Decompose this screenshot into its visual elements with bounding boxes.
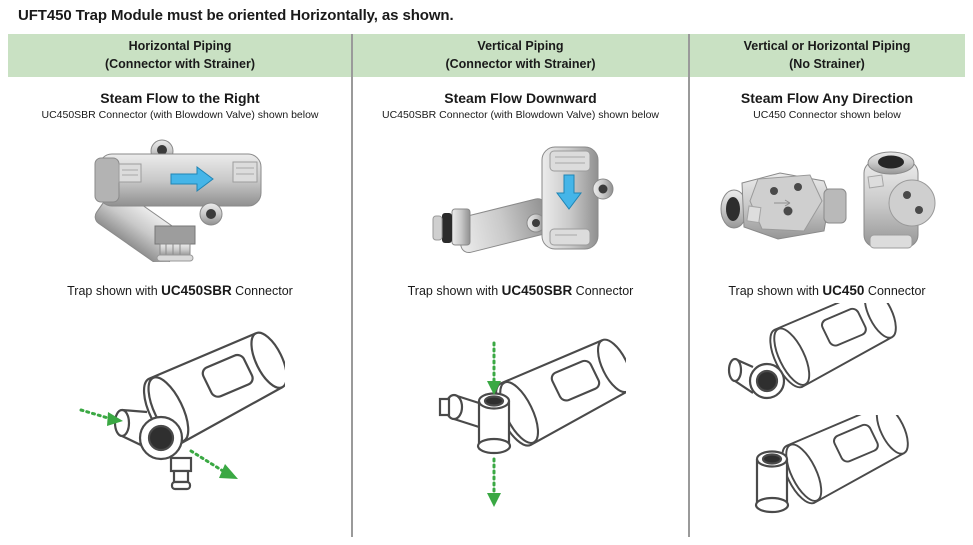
table-header-row: Horizontal Piping (Connector with Strain… bbox=[8, 34, 965, 77]
flow-out-arrow-icon bbox=[189, 449, 238, 479]
column-horizontal-piping: Steam Flow to the Right UC450SBR Connect… bbox=[8, 77, 352, 537]
orientation-table: Horizontal Piping (Connector with Strain… bbox=[8, 34, 965, 537]
strainer-connector-lineart bbox=[438, 392, 511, 455]
table-body-row: Steam Flow to the Right UC450SBR Connect… bbox=[8, 77, 965, 537]
strainer-connector-lineart bbox=[113, 408, 193, 491]
header-vertical-or-horizontal-piping: Vertical or Horizontal Piping (No Strain… bbox=[689, 34, 965, 77]
column1-subtitle: Steam Flow to the Right UC450SBR Connect… bbox=[8, 90, 352, 121]
header-line: (Connector with Strainer) bbox=[104, 56, 255, 71]
connector-lineart bbox=[727, 357, 785, 399]
flow-out-arrow-icon bbox=[486, 457, 501, 507]
caption-text: Connector bbox=[572, 284, 634, 298]
trap-drawing-horizontal-flow bbox=[79, 321, 285, 491]
uc450sbr-connector-photo-vertical bbox=[432, 146, 613, 254]
header-line: Vertical or Horizontal Piping bbox=[743, 39, 911, 53]
connector-note: UC450SBR Connector (with Blowdown Valve)… bbox=[41, 109, 319, 121]
column2-caption: Trap shown with UC450SBR Connector bbox=[352, 283, 689, 298]
caption-text: Trap shown with bbox=[67, 284, 162, 298]
steam-flow-direction-label: Steam Flow Downward bbox=[444, 90, 597, 106]
column-divider bbox=[351, 34, 353, 537]
column2-drawing-row bbox=[352, 298, 689, 537]
header-vertical-piping: Vertical Piping (Connector with Strainer… bbox=[352, 34, 689, 77]
uc450-photo-vertical bbox=[863, 151, 936, 249]
column-divider bbox=[688, 34, 690, 537]
caption-text: Connector bbox=[864, 284, 926, 298]
flow-arrow-right-icon bbox=[170, 166, 214, 192]
caption-text: Trap shown with bbox=[407, 284, 502, 298]
steam-flow-direction-label: Steam Flow to the Right bbox=[100, 90, 260, 106]
header-line: Horizontal Piping bbox=[128, 39, 232, 53]
header-line: (No Strainer) bbox=[789, 56, 865, 71]
uc450sbr-connector-photo-horizontal bbox=[94, 139, 262, 262]
caption-text: Connector bbox=[231, 284, 293, 298]
trap-drawing-vertical-flow bbox=[438, 328, 626, 507]
column-vertical-piping: Steam Flow Downward UC450SBR Connector (… bbox=[352, 77, 689, 537]
connector-note: UC450 Connector shown below bbox=[753, 109, 901, 121]
flow-in-arrow-icon bbox=[486, 341, 501, 395]
uc450-photo-horizontal bbox=[720, 172, 847, 240]
caption-text: Trap shown with bbox=[728, 284, 823, 298]
trap-drawing-horizontal-connector bbox=[727, 302, 905, 399]
column3-photo-row bbox=[689, 125, 965, 271]
header-line: (Connector with Strainer) bbox=[445, 56, 596, 71]
connector-note: UC450SBR Connector (with Blowdown Valve)… bbox=[381, 109, 660, 121]
trap-drawing-vertical-connector bbox=[754, 414, 917, 513]
flow-in-arrow-icon bbox=[79, 408, 123, 426]
header-horizontal-piping: Horizontal Piping (Connector with Strain… bbox=[8, 34, 352, 77]
caption-model: UC450SBR bbox=[161, 283, 232, 298]
connector-lineart bbox=[754, 449, 789, 513]
column1-photo-row bbox=[8, 125, 352, 271]
header-line: Vertical Piping bbox=[477, 39, 564, 53]
column3-caption: Trap shown with UC450 Connector bbox=[689, 283, 965, 298]
uc450-connector-photos bbox=[720, 151, 936, 249]
caption-model: UC450 bbox=[822, 283, 865, 298]
column2-subtitle: Steam Flow Downward UC450SBR Connector (… bbox=[352, 90, 689, 121]
steam-flow-direction-label: Steam Flow Any Direction bbox=[740, 90, 914, 106]
column-vertical-or-horizontal-piping: Steam Flow Any Direction UC450 Connector… bbox=[689, 77, 965, 537]
column1-caption: Trap shown with UC450SBR Connector bbox=[8, 283, 352, 298]
flow-arrow-down-icon bbox=[555, 174, 582, 210]
caption-model: UC450SBR bbox=[501, 283, 573, 298]
column1-drawing-row bbox=[8, 298, 352, 537]
column3-drawing-row bbox=[689, 298, 965, 537]
page-title: UFT450 Trap Module must be oriented Hori… bbox=[18, 7, 454, 24]
column2-photo-row bbox=[352, 125, 689, 271]
column3-subtitle: Steam Flow Any Direction UC450 Connector… bbox=[689, 90, 965, 121]
